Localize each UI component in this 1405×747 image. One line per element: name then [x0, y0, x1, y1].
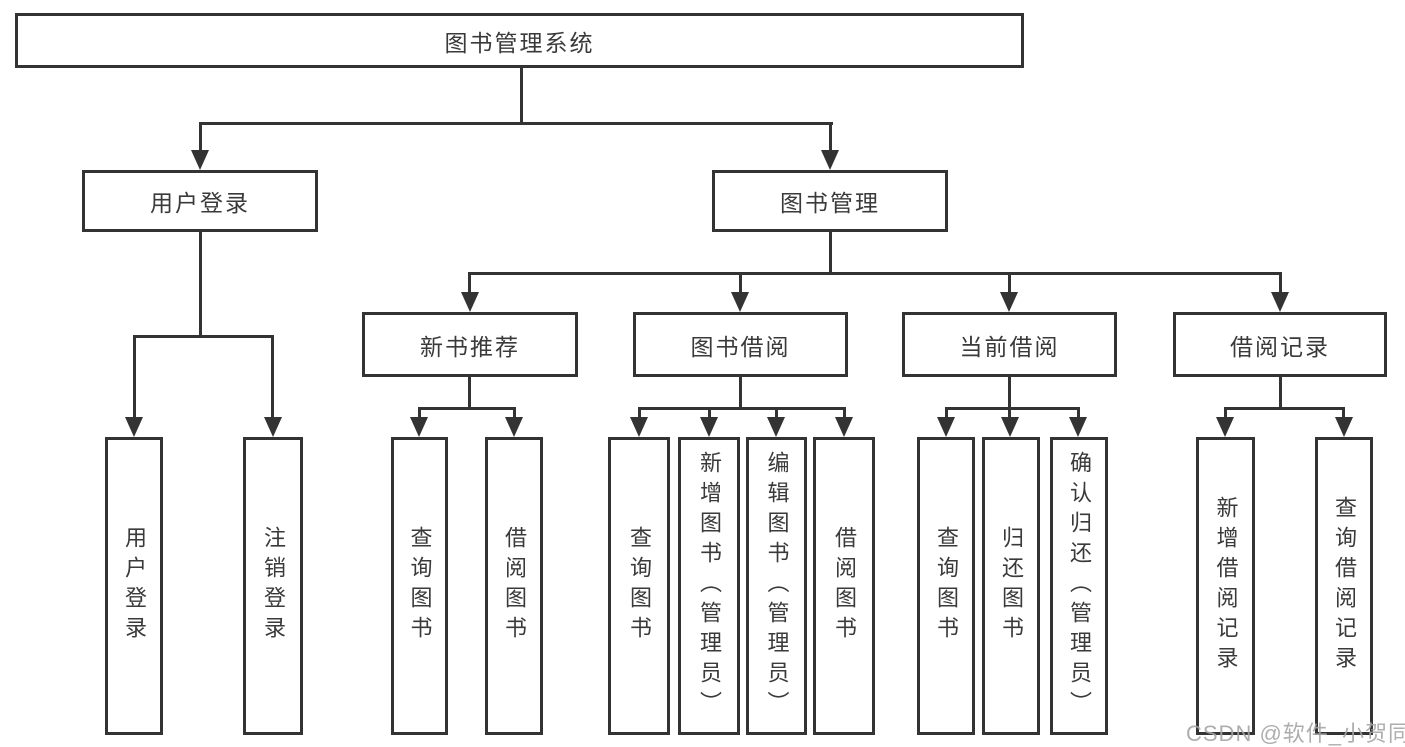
node-current-borrow: 当前借阅 — [902, 312, 1117, 377]
leaf-newbooks-borrow: 借阅图书 — [485, 437, 543, 735]
leaf-borrow-edit-admin: 编辑图书（管理员） — [746, 437, 807, 735]
arrow-down-icon — [700, 417, 718, 437]
connector-line — [520, 68, 523, 124]
arrow-down-icon — [1335, 417, 1353, 437]
connector-line — [1279, 377, 1282, 410]
connector-line — [775, 410, 778, 420]
leaf-borrow-borrow-label: 借阅图书 — [832, 526, 857, 646]
leaf-records-add-label: 新增借阅记录 — [1213, 496, 1239, 676]
leaf-records-add: 新增借阅记录 — [1196, 437, 1255, 735]
connector-line — [1224, 410, 1227, 420]
connector-line — [1279, 275, 1282, 296]
node-book-management-label: 图书管理 — [780, 190, 880, 216]
arrow-down-icon — [410, 417, 428, 437]
connector-line — [638, 410, 641, 420]
connector-line — [199, 122, 833, 125]
arrow-down-icon — [937, 417, 955, 437]
connector-line — [468, 275, 471, 296]
leaf-records-query: 查询借阅记录 — [1315, 437, 1373, 735]
leaf-current-confirm-admin: 确认归还（管理员） — [1050, 437, 1108, 735]
arrow-down-icon — [731, 292, 749, 312]
arrow-down-icon — [1271, 292, 1289, 312]
arrow-down-icon — [264, 417, 282, 437]
arrow-down-icon — [821, 150, 839, 170]
node-book-borrow: 图书借阅 — [633, 312, 848, 377]
arrow-down-icon — [630, 417, 648, 437]
connector-line — [708, 410, 711, 420]
connector-line — [133, 338, 136, 420]
arrow-down-icon — [125, 417, 143, 437]
node-book-management: 图书管理 — [712, 170, 948, 232]
node-current-borrow-label: 当前借阅 — [959, 333, 1060, 360]
connector-line — [739, 377, 742, 410]
connector-line — [829, 125, 832, 153]
node-root: 图书管理系统 — [15, 13, 1024, 68]
node-borrow-records-label: 借阅记录 — [1230, 333, 1330, 360]
leaf-borrow-add-admin: 新增图书（管理员） — [678, 437, 740, 735]
connector-line — [638, 407, 846, 410]
node-user-login: 用户登录 — [82, 170, 318, 232]
leaf-logout-label: 注销登录 — [261, 526, 286, 646]
leaf-current-return: 归还图书 — [982, 437, 1040, 735]
csdn-watermark: CSDN @软件_小贺同学 — [1186, 721, 1405, 746]
node-new-books-label: 新书推荐 — [420, 333, 520, 360]
leaf-newbooks-query: 查询图书 — [391, 437, 448, 735]
leaf-user-login: 用户登录 — [105, 437, 163, 735]
leaf-borrow-edit-admin-label: 编辑图书（管理员） — [764, 451, 790, 721]
leaf-borrow-query: 查询图书 — [608, 437, 670, 735]
leaf-current-query-label: 查询图书 — [934, 526, 959, 646]
connector-line — [945, 410, 948, 420]
leaf-current-query: 查询图书 — [917, 437, 975, 735]
connector-line — [1077, 410, 1080, 420]
connector-line — [468, 272, 1282, 275]
arrow-down-icon — [1069, 417, 1087, 437]
arrow-down-icon — [1000, 292, 1018, 312]
arrow-down-icon — [835, 417, 853, 437]
connector-line — [945, 407, 1080, 410]
connector-line — [1008, 377, 1011, 410]
node-book-borrow-label: 图书借阅 — [690, 333, 791, 360]
node-user-login-label: 用户登录 — [150, 190, 250, 216]
connector-line — [843, 410, 846, 420]
connector-line — [1224, 407, 1345, 410]
connector-line — [199, 232, 202, 338]
leaf-logout: 注销登录 — [243, 437, 303, 735]
leaf-borrow-borrow: 借阅图书 — [813, 437, 875, 735]
connector-line — [271, 338, 274, 420]
arrow-down-icon — [191, 150, 209, 170]
leaf-newbooks-query-label: 查询图书 — [407, 526, 433, 646]
leaf-borrow-add-admin-label: 新增图书（管理员） — [697, 451, 722, 721]
arrow-down-icon — [1001, 417, 1019, 437]
leaf-current-return-label: 归还图书 — [999, 526, 1024, 646]
leaf-borrow-query-label: 查询图书 — [627, 526, 652, 646]
arrow-down-icon — [767, 417, 785, 437]
leaf-newbooks-borrow-label: 借阅图书 — [502, 526, 527, 646]
node-new-books: 新书推荐 — [362, 312, 578, 377]
leaf-user-login-label: 用户登录 — [122, 526, 147, 646]
arrow-down-icon — [461, 292, 479, 312]
connector-line — [133, 335, 274, 338]
connector-line — [418, 410, 421, 420]
connector-line — [1008, 410, 1011, 420]
node-borrow-records: 借阅记录 — [1173, 312, 1387, 377]
connector-line — [739, 275, 742, 296]
connector-line — [418, 407, 516, 410]
arrow-down-icon — [505, 417, 523, 437]
connector-line — [829, 232, 832, 275]
leaf-current-confirm-admin-label: 确认归还（管理员） — [1067, 451, 1092, 721]
connector-line — [468, 377, 471, 410]
leaf-records-query-label: 查询借阅记录 — [1332, 496, 1357, 676]
connector-line — [1342, 410, 1345, 420]
connector-line — [513, 410, 516, 420]
connector-line — [199, 125, 202, 153]
connector-line — [1008, 275, 1011, 296]
node-root-label: 图书管理系统 — [444, 29, 595, 56]
arrow-down-icon — [1216, 417, 1234, 437]
